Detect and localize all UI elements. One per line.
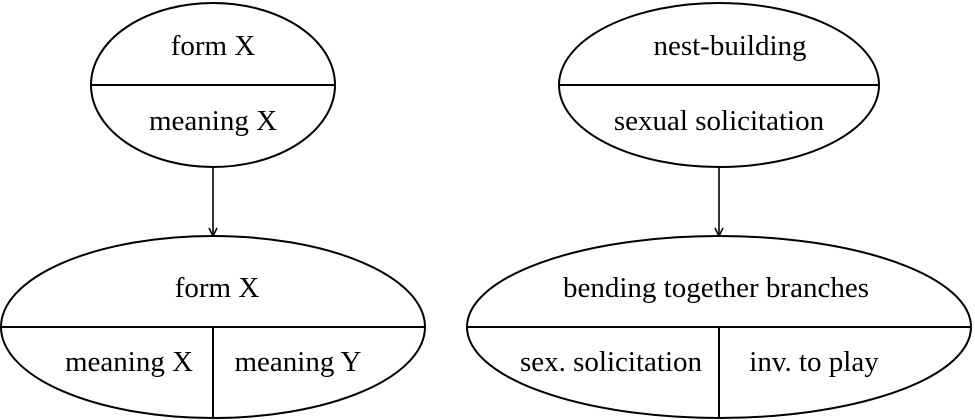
right-bottom-sex-solicitation-label: sex. solicitation: [520, 346, 703, 378]
right-bottom-form-label: bending together branches: [563, 272, 869, 304]
left-top-node: form X meaning X: [90, 2, 336, 168]
left-bottom-meaning-y-label: meaning Y: [235, 346, 362, 378]
right-bottom-inv-to-play-label: inv. to play: [749, 346, 879, 378]
right-top-meaning-label: sexual solicitation: [614, 105, 825, 137]
left-bottom-meaning-x-label: meaning X: [65, 346, 193, 378]
right-bottom-node: bending together branches sex. solicitat…: [466, 235, 972, 419]
left-top-meaning-label: meaning X: [149, 105, 277, 137]
right-top-form-label: nest-building: [653, 30, 806, 62]
left-bottom-form-label: form X: [175, 272, 260, 304]
right-top-node: nest-building sexual solicitation: [558, 2, 880, 168]
left-top-form-label: form X: [171, 30, 256, 62]
left-bottom-node: form X meaning X meaning Y: [0, 235, 426, 419]
